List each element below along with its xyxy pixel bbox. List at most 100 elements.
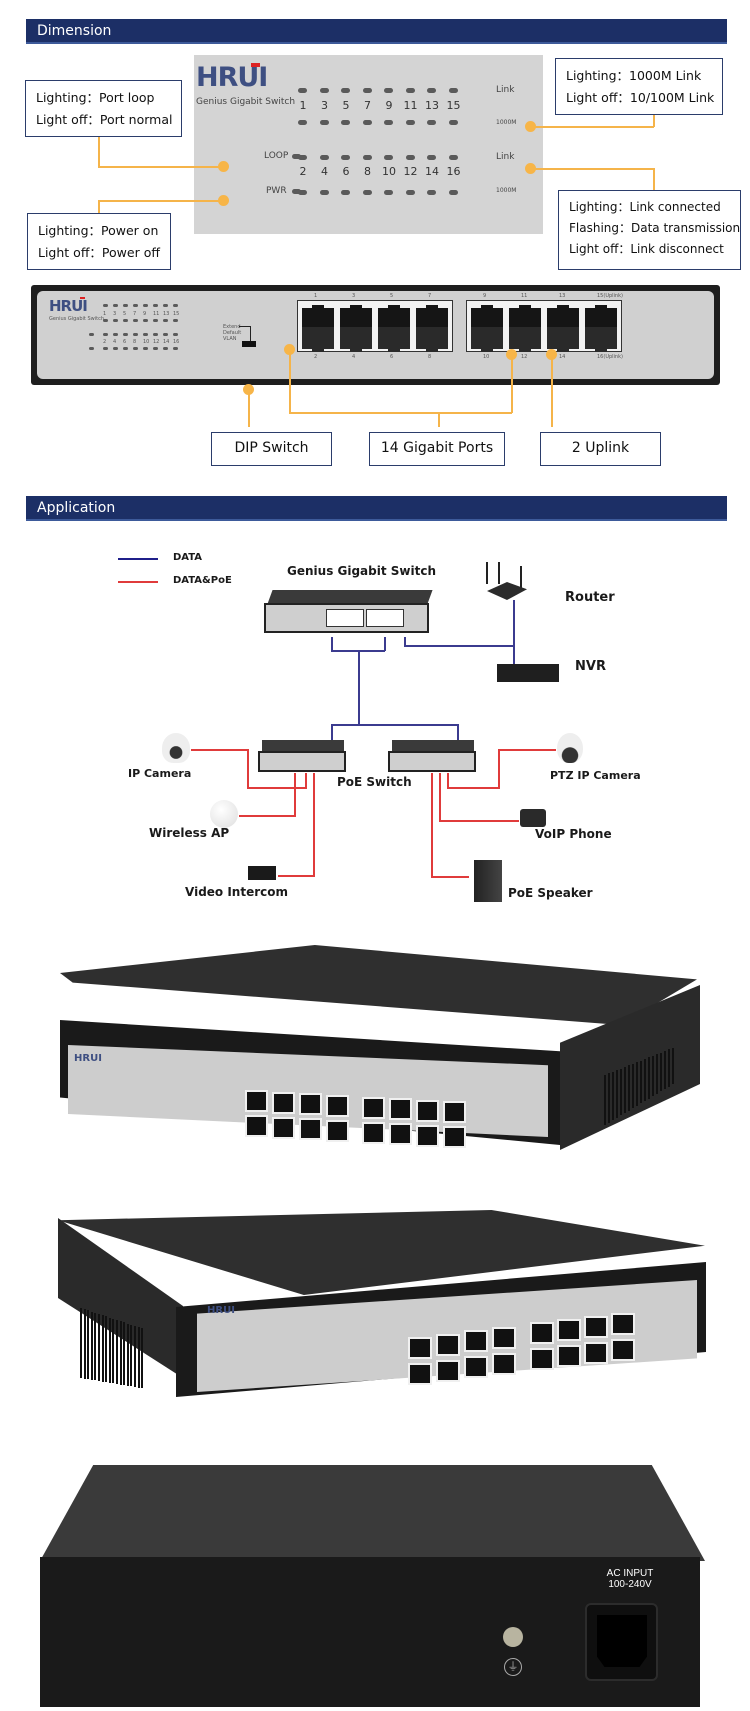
front-led	[123, 347, 128, 350]
rj45-port	[436, 1359, 460, 1382]
poe-switch-right-icon	[388, 751, 476, 772]
leader-line	[653, 168, 655, 190]
front-port-number: 13	[163, 311, 170, 317]
port-led	[427, 88, 436, 93]
port-label-bottom: 8	[428, 354, 432, 360]
poe-line	[191, 749, 248, 751]
legend-poe-swatch	[118, 581, 158, 583]
legend-poe-label: DATA&PoE	[173, 575, 232, 586]
port-label-bottom: 2	[314, 354, 318, 360]
front-led	[163, 333, 168, 336]
router-antenna	[486, 562, 488, 584]
data-line	[404, 645, 514, 647]
rj45-port	[585, 305, 617, 330]
front-led	[163, 347, 168, 350]
front-led	[113, 347, 118, 350]
port-number: 10	[382, 165, 396, 178]
dip-switch[interactable]	[242, 341, 256, 347]
vent-slot	[628, 1065, 630, 1111]
vent-slot	[608, 1073, 610, 1123]
photo1-logo: HRUI	[74, 1053, 102, 1064]
leader-line	[98, 200, 100, 213]
port-led	[405, 155, 415, 160]
rj45-port	[530, 1348, 554, 1371]
callout-power-off: Light off：Power off	[38, 245, 160, 260]
rj45-port	[272, 1091, 295, 1114]
port-led	[341, 88, 350, 93]
callout-power-on: Lighting：Power on	[38, 223, 159, 238]
data-line	[384, 637, 386, 651]
wireless-ap-icon	[210, 800, 238, 828]
link-label-bottom: Link	[496, 152, 515, 162]
port-led	[341, 190, 350, 195]
uplink-label: 2 Uplink	[540, 432, 661, 466]
vent-slot	[644, 1059, 646, 1101]
rj45-port	[362, 1096, 385, 1119]
loop-led	[292, 154, 301, 159]
port-number: 14	[425, 165, 439, 178]
port-led	[448, 155, 458, 160]
vent-slot	[636, 1062, 638, 1106]
port-number: 2	[299, 165, 307, 178]
rj45-port	[378, 327, 410, 352]
front-led	[163, 319, 168, 322]
poe-line	[439, 773, 441, 821]
poe-switch-left-icon	[258, 751, 346, 772]
port-label-top: 5	[390, 293, 394, 299]
vent-slot	[664, 1051, 666, 1089]
front-port-number: 11	[153, 311, 160, 317]
rj45-port	[611, 1312, 635, 1335]
leader-line	[511, 357, 513, 413]
callout-speed-on: Lighting：1000M Link	[566, 68, 702, 83]
data-line	[404, 637, 406, 646]
rj45-port	[299, 1093, 322, 1116]
rj45-port	[362, 1121, 385, 1144]
data-line	[331, 724, 333, 741]
ip-camera-icon	[162, 733, 190, 763]
rj45-port	[464, 1356, 488, 1379]
speed-dot	[525, 121, 536, 132]
port-led	[427, 120, 436, 125]
router-antenna	[520, 566, 522, 588]
rj45-port	[443, 1101, 466, 1124]
front-led	[113, 304, 118, 307]
rj45-port	[471, 327, 503, 352]
ptz-camera-icon	[557, 733, 583, 763]
application-header: Application	[26, 496, 727, 521]
leader-line	[438, 412, 440, 427]
port-label-top: 1	[314, 293, 318, 299]
rj45-port	[340, 327, 372, 352]
front-port-number: 6	[123, 339, 127, 345]
vent-slot	[137, 1327, 140, 1388]
rj45-port	[408, 1363, 432, 1386]
rj45-port	[340, 305, 372, 330]
port-number: 5	[342, 99, 350, 112]
front-led	[133, 347, 138, 350]
poe-line	[247, 787, 307, 789]
port-number: 6	[342, 165, 350, 178]
core-switch-label: Genius Gigabit Switch	[287, 564, 437, 578]
dip-lead	[239, 326, 251, 342]
port-label-top: 15(Uplink)	[597, 293, 623, 299]
vent-slot	[94, 1312, 97, 1381]
port-number: 9	[385, 99, 393, 112]
ac-power-socket[interactable]	[585, 1603, 658, 1681]
front-led	[133, 319, 138, 322]
rj45-port	[584, 1315, 608, 1338]
rj45-port	[302, 327, 334, 352]
vent-slot	[620, 1068, 622, 1116]
vent-slot	[119, 1321, 122, 1385]
dip-labels: Extend Default VLAN	[223, 324, 242, 342]
rj45-port	[416, 327, 448, 352]
front-led	[123, 304, 128, 307]
port-number: 4	[321, 165, 328, 178]
rj45-port	[547, 327, 579, 352]
port-led	[341, 155, 350, 160]
dip-switch-label: DIP Switch	[211, 432, 332, 466]
speed-label-top: 1000M	[496, 119, 517, 126]
legend-data-label: DATA	[173, 552, 203, 563]
port-label-bottom: 4	[352, 354, 356, 360]
poe-line	[313, 773, 315, 876]
poe-line	[239, 815, 296, 817]
